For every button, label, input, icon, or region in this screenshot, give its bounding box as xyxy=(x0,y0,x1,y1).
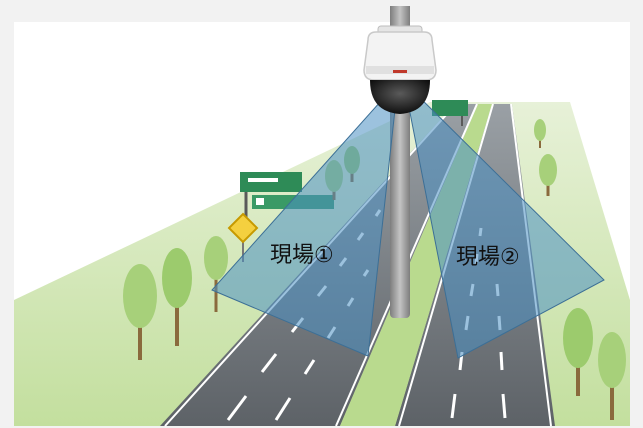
view-cone-left xyxy=(211,80,399,357)
tree-icon xyxy=(123,264,157,360)
tree-icon xyxy=(563,308,593,396)
camera-pole xyxy=(390,96,410,318)
camera-mount-top xyxy=(390,6,410,28)
highway-sign-icon xyxy=(432,100,468,126)
tree-icon xyxy=(534,119,546,148)
ptz-dome-camera-icon xyxy=(363,25,437,114)
view-cone-right xyxy=(403,80,605,359)
zone-label-2: 現場② xyxy=(456,245,520,270)
tree-icon xyxy=(539,154,557,196)
tree-icon xyxy=(598,332,626,420)
tree-icon xyxy=(162,248,192,346)
warning-sign-icon xyxy=(227,212,259,262)
zone-label-1: 現場① xyxy=(270,243,334,268)
